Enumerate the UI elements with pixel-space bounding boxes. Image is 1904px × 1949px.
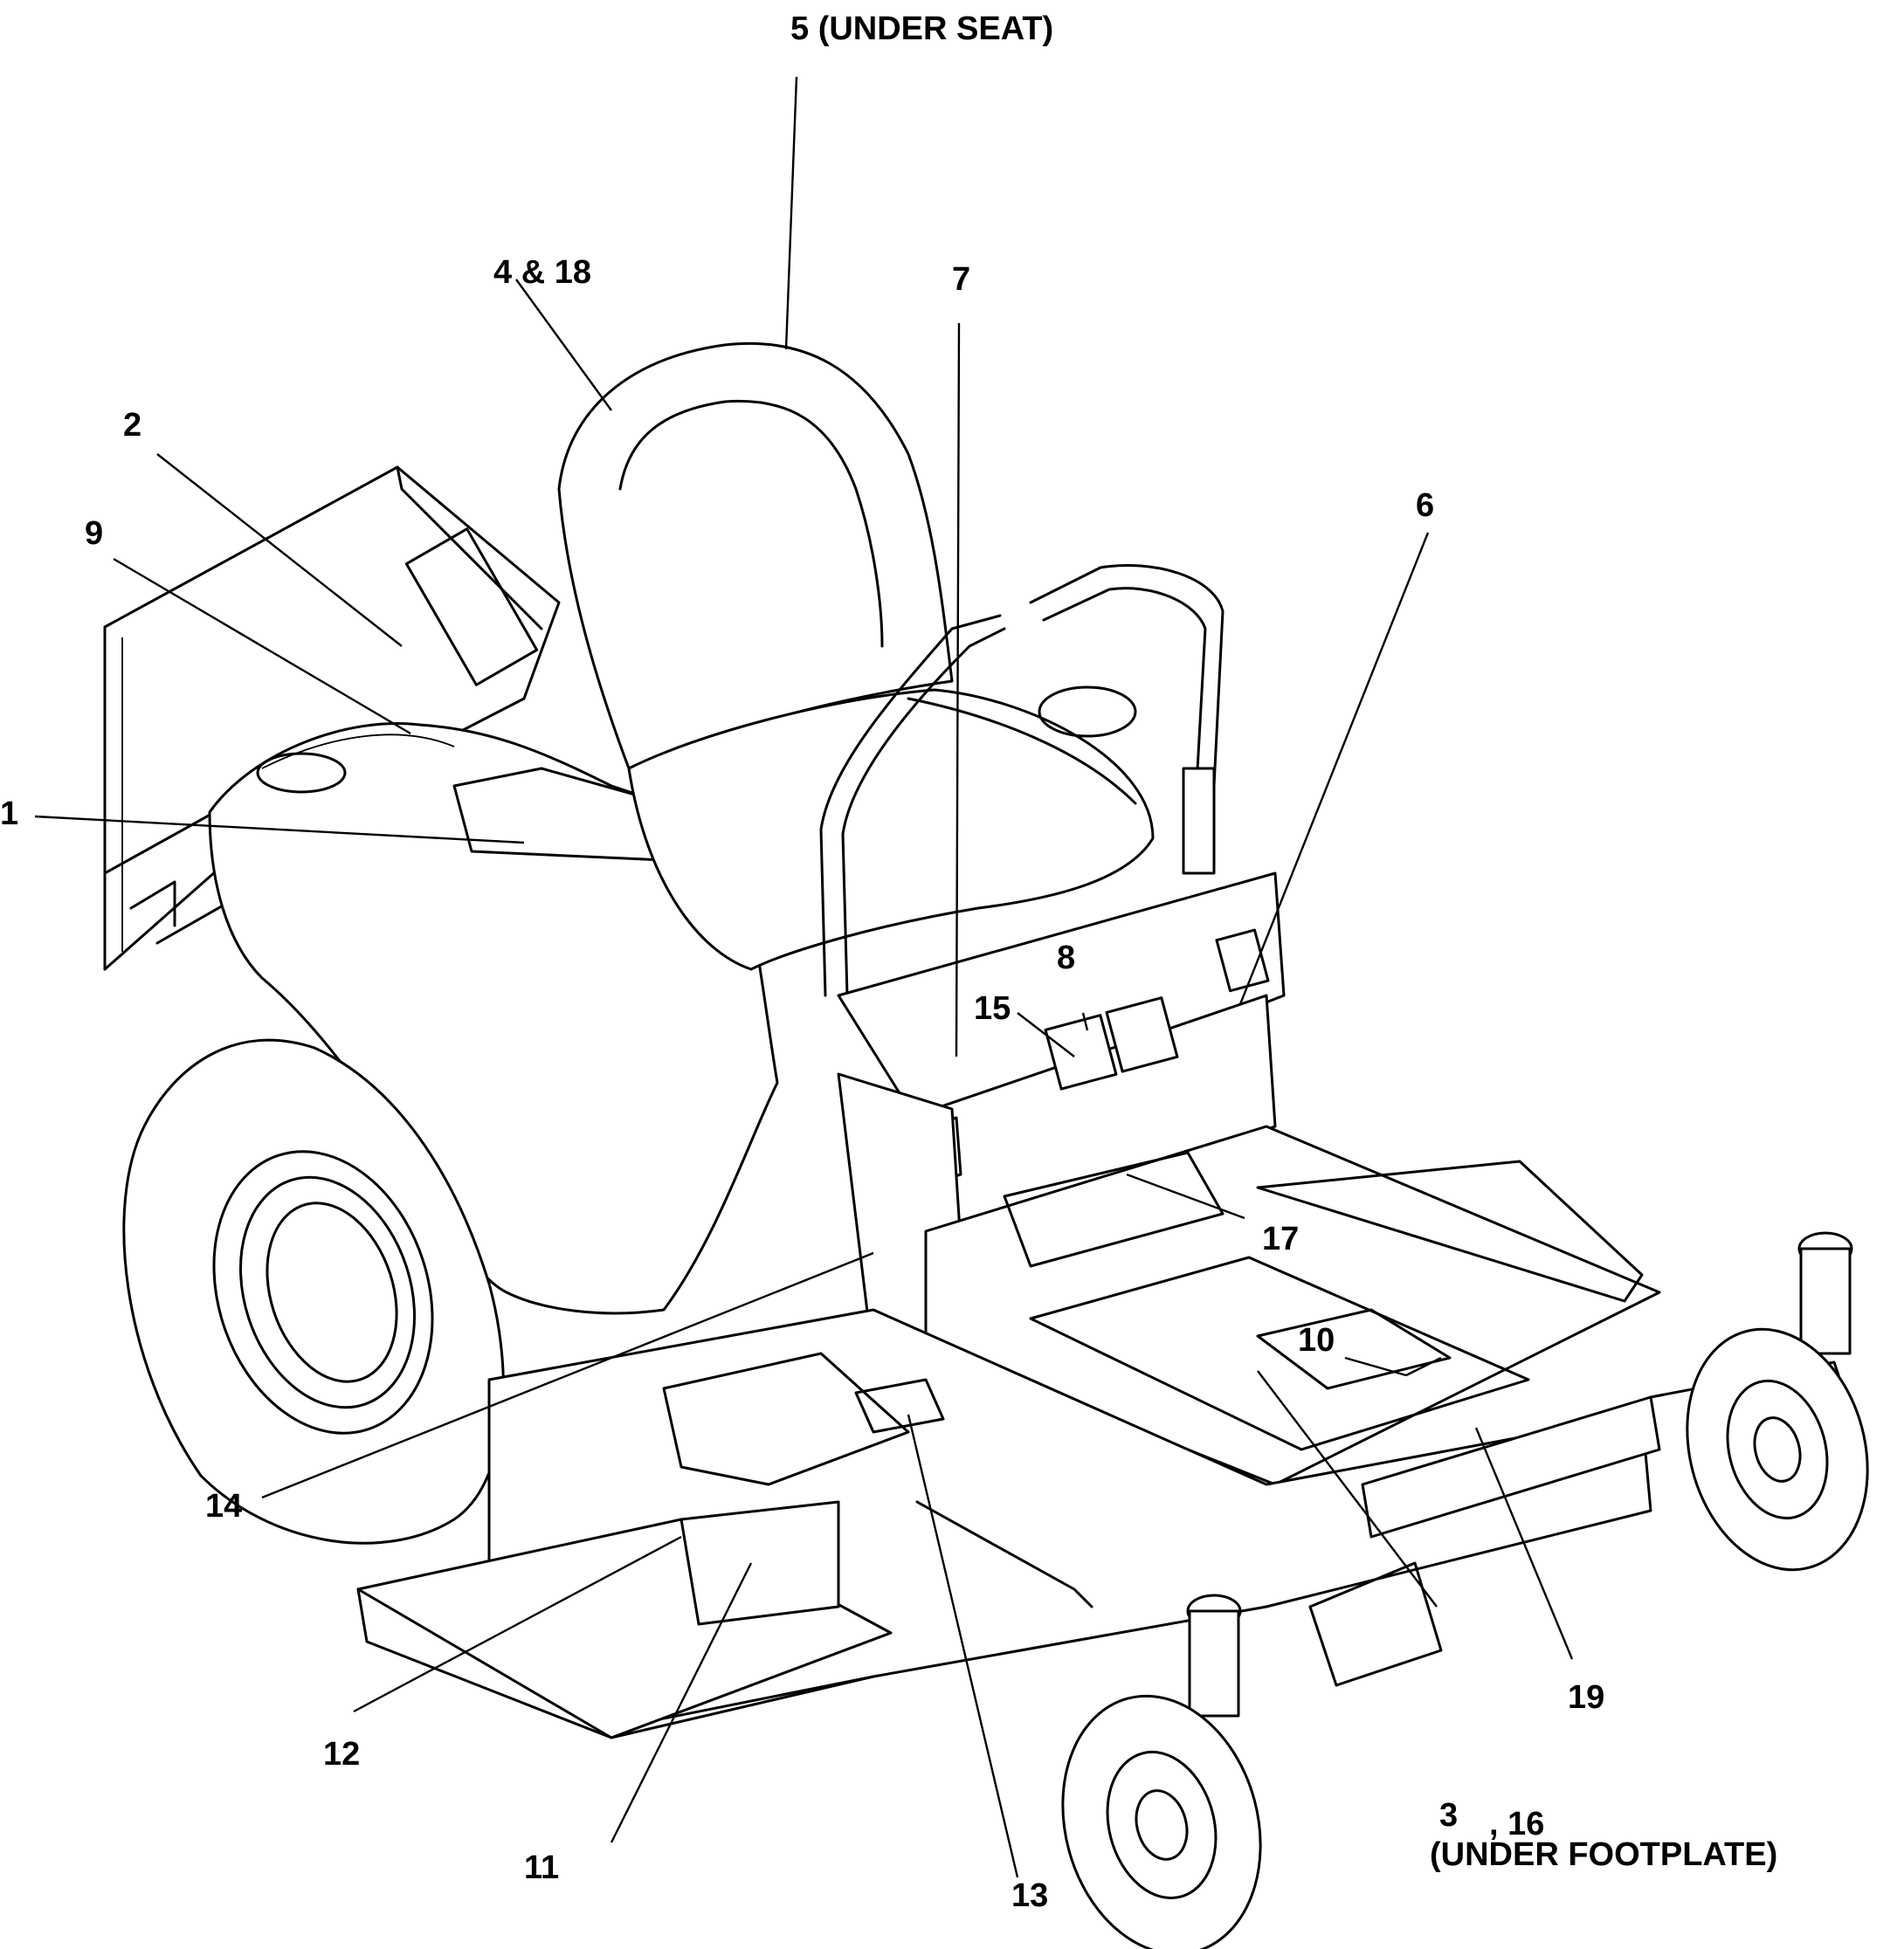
mower-deck bbox=[356, 1308, 1652, 1739]
front-right-caster bbox=[1686, 1231, 1869, 1572]
leader-lines bbox=[34, 76, 1574, 1878]
seat bbox=[557, 341, 1155, 971]
callout-13: 13 bbox=[1011, 1877, 1049, 1914]
callout-2: 2 bbox=[123, 407, 142, 444]
callout-17: 17 bbox=[1262, 1221, 1300, 1257]
callout-19: 19 bbox=[1568, 1679, 1605, 1716]
control-levers bbox=[819, 564, 1224, 997]
callout-9: 9 bbox=[85, 515, 104, 552]
callout-5: 5 (UNDER SEAT) bbox=[790, 10, 1054, 47]
callout-8: 8 bbox=[1057, 940, 1076, 976]
callout-15: 15 bbox=[974, 990, 1011, 1027]
callout-12: 12 bbox=[323, 1736, 361, 1773]
callout-7: 7 bbox=[952, 261, 971, 298]
callout-6: 6 bbox=[1416, 487, 1435, 524]
callout-10: 10 bbox=[1298, 1322, 1335, 1359]
callout-1: 1 bbox=[0, 795, 19, 832]
footplate bbox=[924, 1125, 1661, 1486]
callout-3: 3 bbox=[1439, 1797, 1459, 1834]
callout-14: 14 bbox=[205, 1488, 243, 1525]
callout-11: 11 bbox=[524, 1849, 560, 1886]
callout-4-18: 4 & 18 bbox=[493, 254, 591, 291]
callout-under-footplate: (UNDER FOOTPLATE) bbox=[1430, 1836, 1778, 1873]
center-frame bbox=[837, 871, 1286, 1381]
callout-16: , 16 bbox=[1489, 1806, 1545, 1842]
front-left-caster bbox=[1061, 1594, 1262, 1949]
